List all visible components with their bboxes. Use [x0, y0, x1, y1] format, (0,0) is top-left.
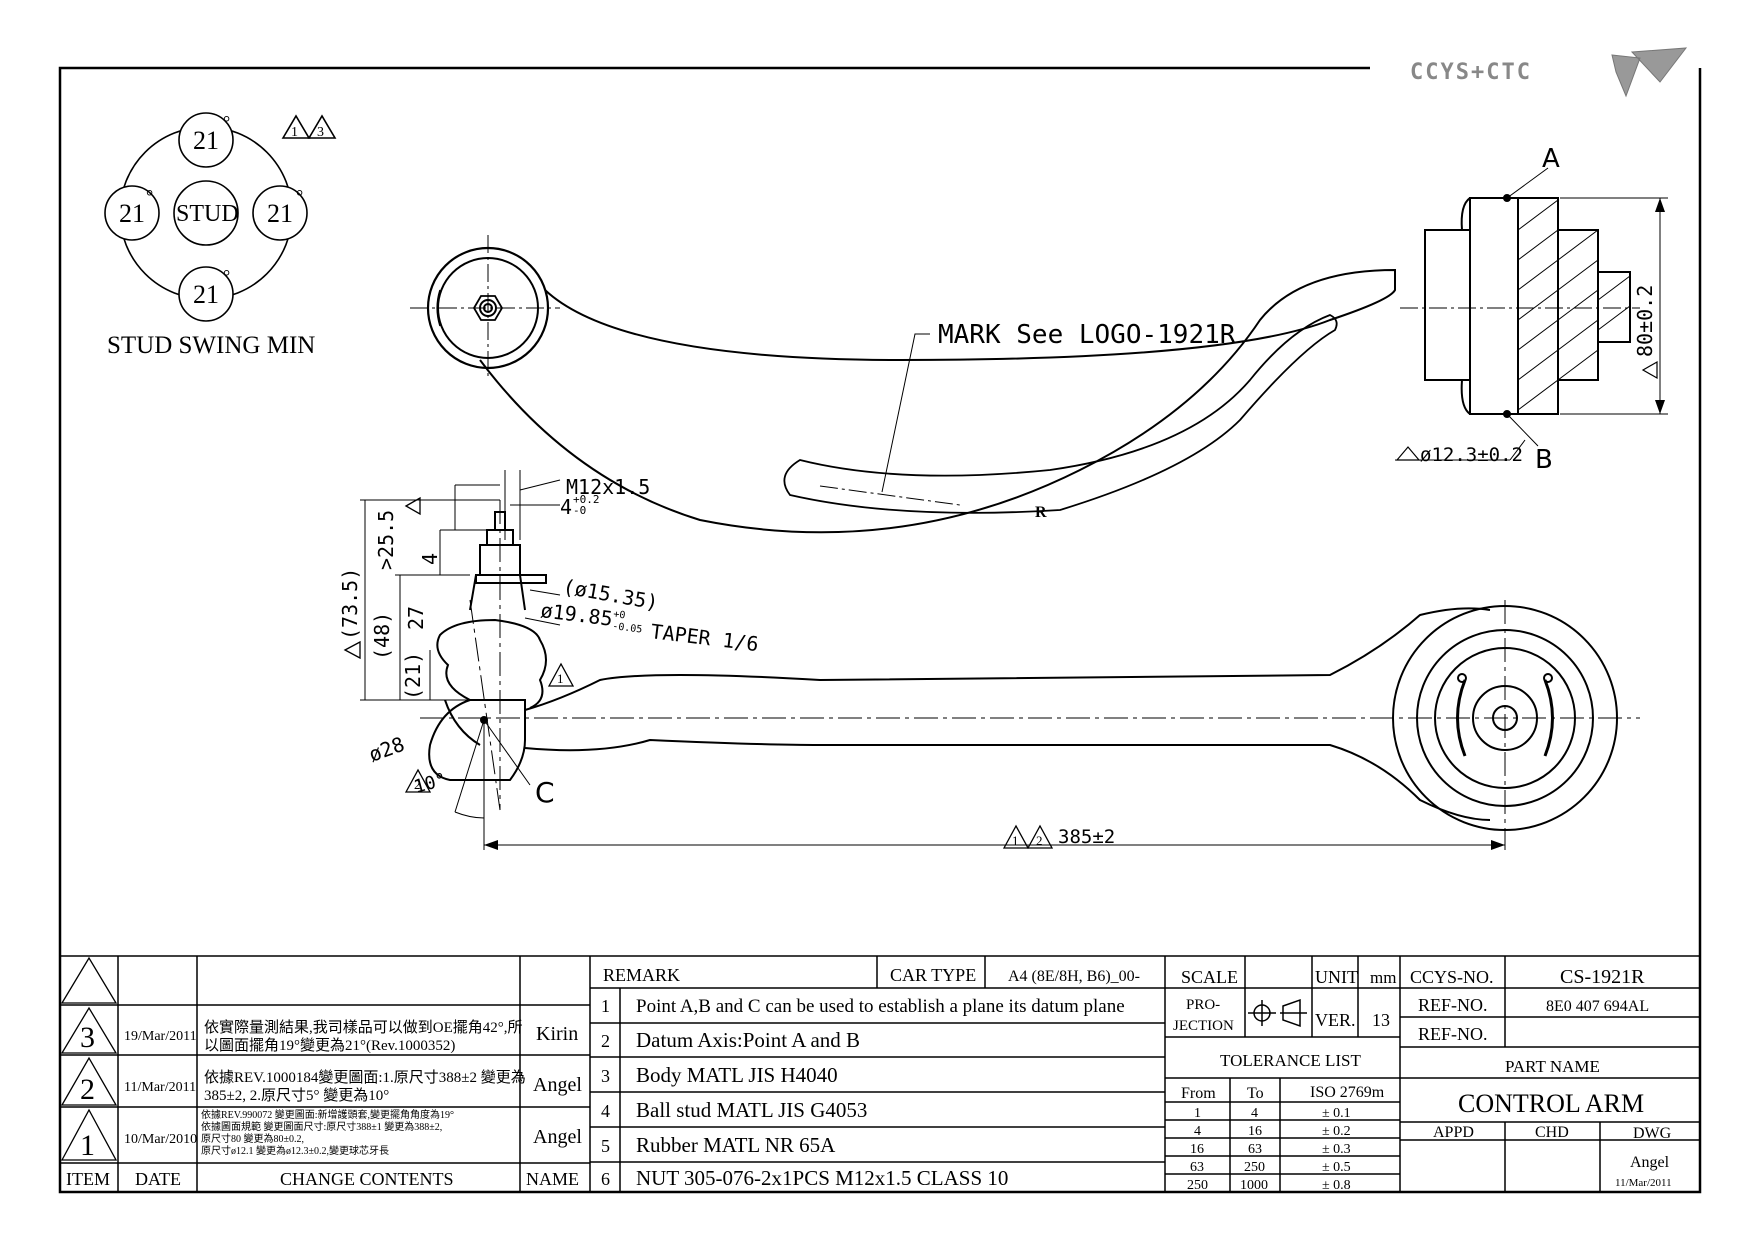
stud-center-label: STUD: [176, 201, 239, 227]
dim-28: ø28: [366, 732, 408, 767]
tri-label-2: 2: [1036, 833, 1043, 848]
r-mark: R: [1035, 504, 1047, 521]
thread-label: M12x1.5: [566, 475, 650, 499]
degree-top: °: [223, 112, 230, 132]
angle-left: 21: [119, 199, 145, 228]
tol-4-up: +0.2: [573, 493, 600, 506]
company-logo: CCYS+CTC: [1410, 47, 1688, 98]
dim-80: 80±0.2: [1633, 285, 1657, 357]
dim-bore: ø12.3±0.2: [1420, 444, 1523, 466]
logo-text: CCYS+CTC: [1410, 60, 1532, 85]
rev-marker-3: 3: [317, 125, 324, 140]
top-view-labels: MARK See LOGO-1921R R A B 80±0.2 ø12.3±0…: [938, 144, 1657, 521]
angle-bottom: 21: [193, 280, 219, 309]
dim-73-5: (73.5): [338, 568, 362, 640]
tri-label-angle: 2: [414, 777, 421, 792]
mark-note: MARK See LOGO-1921R: [938, 320, 1236, 350]
logo-mark: [1611, 47, 1688, 98]
dim-25-5: >25.5: [374, 510, 398, 570]
dim-4: 4: [418, 553, 442, 565]
angle-top: 21: [193, 126, 219, 155]
stud-swing-title: STUD SWING MIN: [107, 332, 315, 359]
side-view-labels: M12x1.5 4 +0.2 -0 >25.5 4 27 (73.5) (48)…: [338, 475, 1115, 848]
degree-right: °: [296, 186, 303, 206]
stud-swing-labels: 21 21 21 21 ° ° ° ° STUD 1 3 STUD SWING …: [107, 112, 324, 359]
point-c-label: C: [535, 776, 555, 809]
rev-marker-1: 1: [291, 125, 298, 140]
tol-4-low: -0: [573, 504, 586, 517]
dim-385: 385±2: [1058, 826, 1115, 848]
point-b-label: B: [1535, 445, 1553, 475]
angle-right: 21: [267, 199, 293, 228]
degree-left: °: [146, 186, 153, 206]
arm-side-view: [343, 470, 1640, 850]
sheet-border: [58, 66, 1702, 1194]
taper-label: TAPER 1/6: [649, 619, 759, 656]
title-block-grid: [60, 955, 1700, 1192]
tol-19-low: -0.05: [612, 621, 643, 636]
dim-48: (48): [370, 612, 394, 660]
tol-19-up: +0: [613, 609, 626, 621]
arm-top-view: [410, 167, 1668, 534]
degree-bottom: °: [223, 266, 230, 286]
tri-label-boot: 1: [557, 671, 564, 686]
stud-swing-diagram: [104, 112, 337, 322]
tri-label-1: 1: [1012, 833, 1019, 848]
point-a-label: A: [1542, 144, 1560, 174]
dim-27: 27: [404, 606, 428, 630]
dim-4-tol: 4: [560, 495, 572, 519]
dim-21: (21): [401, 652, 425, 700]
